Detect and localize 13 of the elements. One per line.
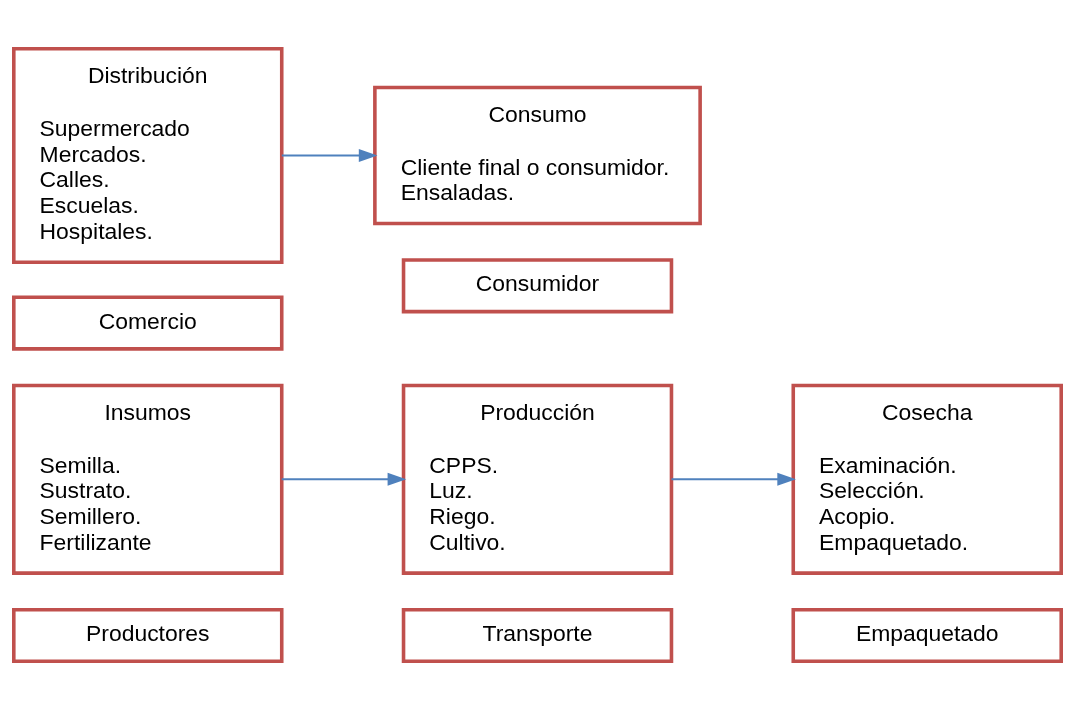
node-box: Insumos Semilla. Sustrato. Semillero. Fertilizante	[12, 383, 284, 575]
node-box: Transporte	[401, 607, 674, 664]
arrow	[671, 472, 796, 486]
node-box: Cosecha Examinación. Selección. Acopio. Empaquetado.	[791, 383, 1063, 575]
node-box: Empaquetado	[791, 607, 1063, 664]
node-box: Producción CPPS. Luz. Riego. Cultivo.	[401, 383, 674, 575]
node-box: Productores	[12, 607, 284, 664]
node-box: Consumidor	[401, 258, 674, 314]
node-box: Comercio	[12, 295, 284, 351]
node-box: Distribución Supermercado Mercados. Calles. Escuelas. Hospitales.	[12, 46, 284, 264]
arrow	[281, 148, 378, 162]
node-box: Consumo Cliente final o consumidor. Ensaladas.	[373, 85, 702, 226]
arrow	[281, 472, 407, 486]
